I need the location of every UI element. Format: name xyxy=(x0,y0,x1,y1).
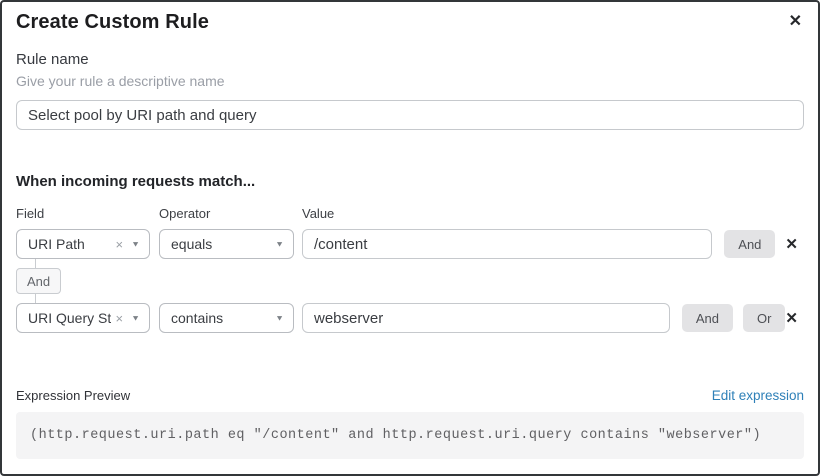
condition-row: URI Path × ▼ equals ▼ And ✕ xyxy=(16,229,804,259)
remove-condition-icon[interactable]: ✕ xyxy=(785,235,798,253)
or-button[interactable]: Or xyxy=(742,304,786,332)
clear-icon[interactable]: × xyxy=(115,236,124,252)
expression-code: (http.request.uri.path eq "/content" and… xyxy=(16,412,804,459)
chevron-down-icon: ▼ xyxy=(275,313,284,322)
field-select-value: URI Path xyxy=(28,236,85,252)
preview-header: Expression Preview Edit expression xyxy=(16,388,804,403)
field-select[interactable]: URI Query St... × ▼ xyxy=(16,303,150,333)
match-builder-section: When incoming requests match... Field Op… xyxy=(2,173,818,333)
rule-name-section: Rule name Give your rule a descriptive n… xyxy=(2,51,818,130)
rule-name-hint: Give your rule a descriptive name xyxy=(16,73,225,89)
clear-icon[interactable]: × xyxy=(115,310,124,326)
operator-column-label: Operator xyxy=(159,206,211,221)
field-column-label: Field xyxy=(16,206,45,221)
and-button[interactable]: And xyxy=(681,304,733,332)
rule-name-input[interactable] xyxy=(16,100,804,130)
remove-condition-icon[interactable]: ✕ xyxy=(785,309,798,327)
dialog-title: Create Custom Rule xyxy=(16,11,209,33)
condition-row: URI Query St... × ▼ contains ▼ And Or ✕ xyxy=(16,303,804,333)
connector-and-badge: And xyxy=(16,268,62,294)
column-labels: Field Operator Value xyxy=(16,206,804,221)
and-button[interactable]: And xyxy=(724,230,776,258)
connector-line xyxy=(35,294,36,303)
logic-connector: And xyxy=(16,259,804,303)
edit-expression-link[interactable]: Edit expression xyxy=(711,388,804,403)
operator-select-value: equals xyxy=(171,236,213,252)
field-select-value: URI Query St... xyxy=(28,310,112,326)
expression-preview-section: Expression Preview Edit expression (http… xyxy=(2,388,818,459)
connector-line xyxy=(35,259,36,268)
chevron-down-icon: ▼ xyxy=(131,313,140,322)
close-icon[interactable]: ✕ xyxy=(785,11,806,33)
value-input[interactable] xyxy=(302,229,713,259)
chevron-down-icon: ▼ xyxy=(131,239,140,248)
chevron-down-icon: ▼ xyxy=(275,239,284,248)
dialog-header: Create Custom Rule ✕ xyxy=(2,2,818,34)
expression-preview-label: Expression Preview xyxy=(16,388,131,403)
operator-select[interactable]: equals ▼ xyxy=(159,229,294,259)
rule-name-label: Rule name xyxy=(16,51,89,68)
value-input[interactable] xyxy=(302,303,670,333)
operator-select-value: contains xyxy=(171,310,224,326)
match-heading: When incoming requests match... xyxy=(16,173,256,190)
field-select[interactable]: URI Path × ▼ xyxy=(16,229,150,259)
value-column-label: Value xyxy=(302,206,335,221)
operator-select[interactable]: contains ▼ xyxy=(159,303,294,333)
